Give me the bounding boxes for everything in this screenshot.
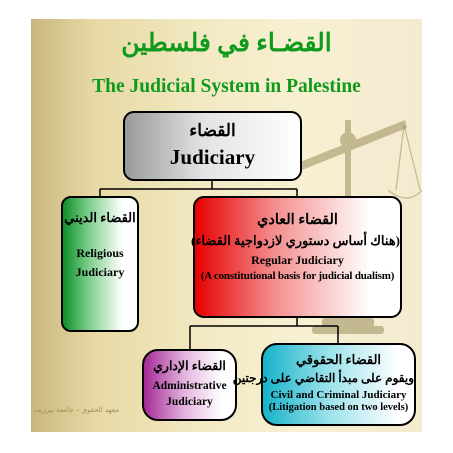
regular-english: Regular Judiciary [251,253,344,267]
religious-arabic: القضاء الديني [64,210,136,225]
judiciary-node: القضاء Judiciary [123,111,302,181]
regular-arabic: القضاء العادي [257,212,338,228]
administrative-judiciary-node: القضاء الإداري Administrative Judiciary [142,349,237,421]
religious-judiciary-node: القضاء الديني Religious Judiciary [61,196,139,332]
religious-english-line1: Religious [76,246,124,260]
judiciary-english: Judiciary [169,145,256,169]
administrative-english-line1: Administrative [152,380,227,392]
regular-arabic-note: (هناك أساس دستوري لازدواجية القضاء) [190,233,400,248]
title-english: The Judicial System in Palestine [92,76,361,97]
civil-english-note: (Litigation based on two levels) [268,402,409,413]
civil-criminal-judiciary-node: القضاء الحقوقي ويقوم على مبدأ التقاضي عل… [232,343,416,426]
title-arabic: القضـاء في فلسطين [121,30,332,57]
civil-arabic-note: ويقوم على مبدأ التقاضي على درجتين [232,371,414,385]
footer-credit: معهد الحقوق – جامعة بيرزيت [33,406,119,414]
administrative-arabic: القضاء الإداري [153,359,226,373]
judiciary-arabic: القضاء [189,121,236,140]
regular-english-note: (A constitutional basis for judicial dua… [200,270,395,282]
civil-english: Civil and Criminal Judiciary [270,389,407,401]
religious-english-line2: Judiciary [75,265,125,279]
regular-judiciary-node: القضاء العادي (هناك أساس دستوري لازدواجي… [190,196,402,318]
civil-arabic: القضاء الحقوقي [295,352,382,367]
administrative-english-line2: Judiciary [166,396,213,408]
